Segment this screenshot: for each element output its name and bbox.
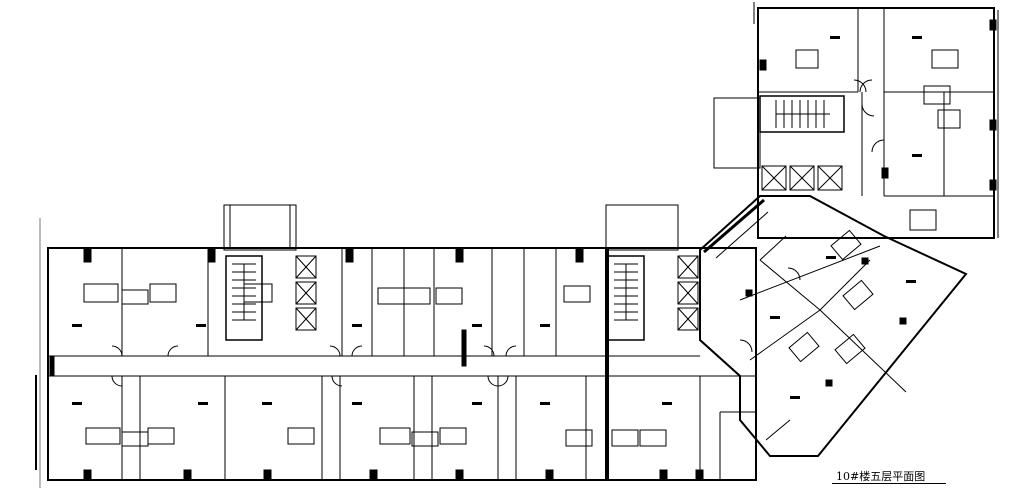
diagonal-wing — [699, 195, 968, 457]
room-label-marks — [72, 36, 922, 405]
drawing-title: 10#楼五层平面图 — [836, 470, 926, 483]
title-underline — [832, 483, 946, 484]
upper-right-wing — [713, 2, 999, 239]
left-wing — [35, 204, 699, 488]
center-block — [605, 247, 757, 481]
